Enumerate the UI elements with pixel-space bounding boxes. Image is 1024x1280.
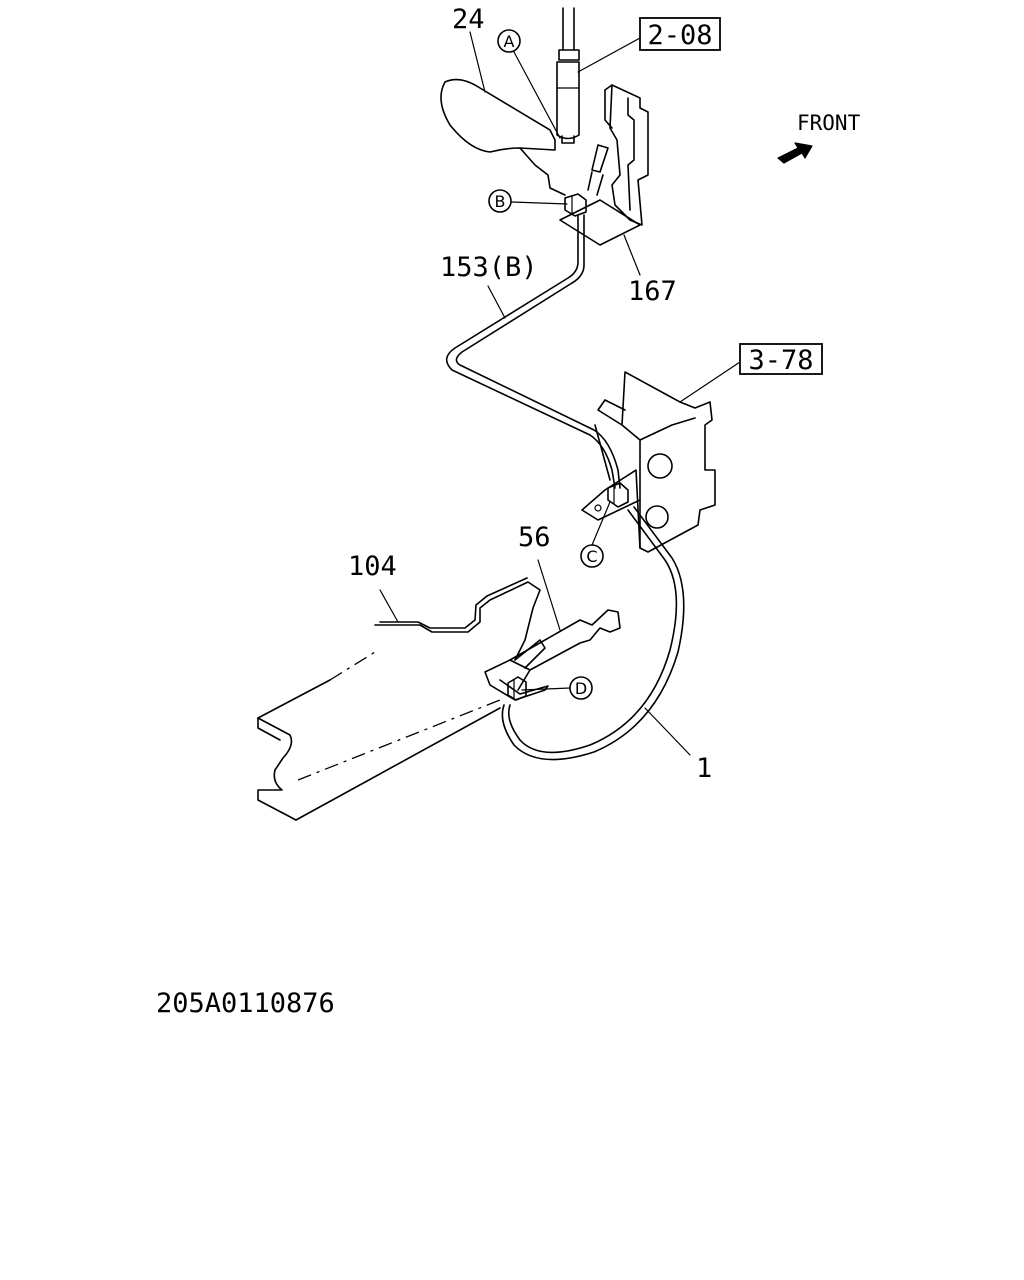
hose-1 <box>501 506 685 761</box>
bracket-56 <box>484 609 621 701</box>
callout-24: 24 <box>452 4 485 35</box>
cylinder-rod <box>556 7 580 144</box>
front-label: FRONT <box>797 111 861 135</box>
callout-104: 104 <box>348 551 397 582</box>
callout-3-78: 3-78 <box>739 343 823 376</box>
point-a-label: A <box>504 32 515 51</box>
callout-153b: 153(B) <box>440 252 538 283</box>
frame-rail <box>257 651 501 821</box>
point-a: A <box>497 29 521 53</box>
pipe-153b <box>445 214 621 489</box>
front-arrow-icon <box>777 142 813 164</box>
bracket-3-78 <box>581 371 716 553</box>
leader-lines <box>379 31 741 756</box>
fitting-b <box>564 193 587 217</box>
point-d-label: D <box>575 679 587 698</box>
point-c: C <box>580 544 604 568</box>
figure-code: 205A0110876 <box>156 988 335 1019</box>
callout-2-08-label: 2-08 <box>647 20 712 51</box>
point-d: D <box>569 676 593 700</box>
callout-3-78-label: 3-78 <box>748 345 813 376</box>
wire-104 <box>374 577 541 661</box>
callout-56: 56 <box>518 522 551 553</box>
callout-167: 167 <box>628 276 677 307</box>
callout-2-08: 2-08 <box>639 17 721 51</box>
point-b-label: B <box>495 192 506 211</box>
point-b: B <box>488 189 512 213</box>
fitting-c <box>607 482 629 508</box>
fitting-d <box>507 676 527 701</box>
plate-24 <box>440 78 566 196</box>
bracket-167 <box>559 84 649 246</box>
callout-1: 1 <box>696 753 712 784</box>
point-c-label: C <box>586 547 597 566</box>
